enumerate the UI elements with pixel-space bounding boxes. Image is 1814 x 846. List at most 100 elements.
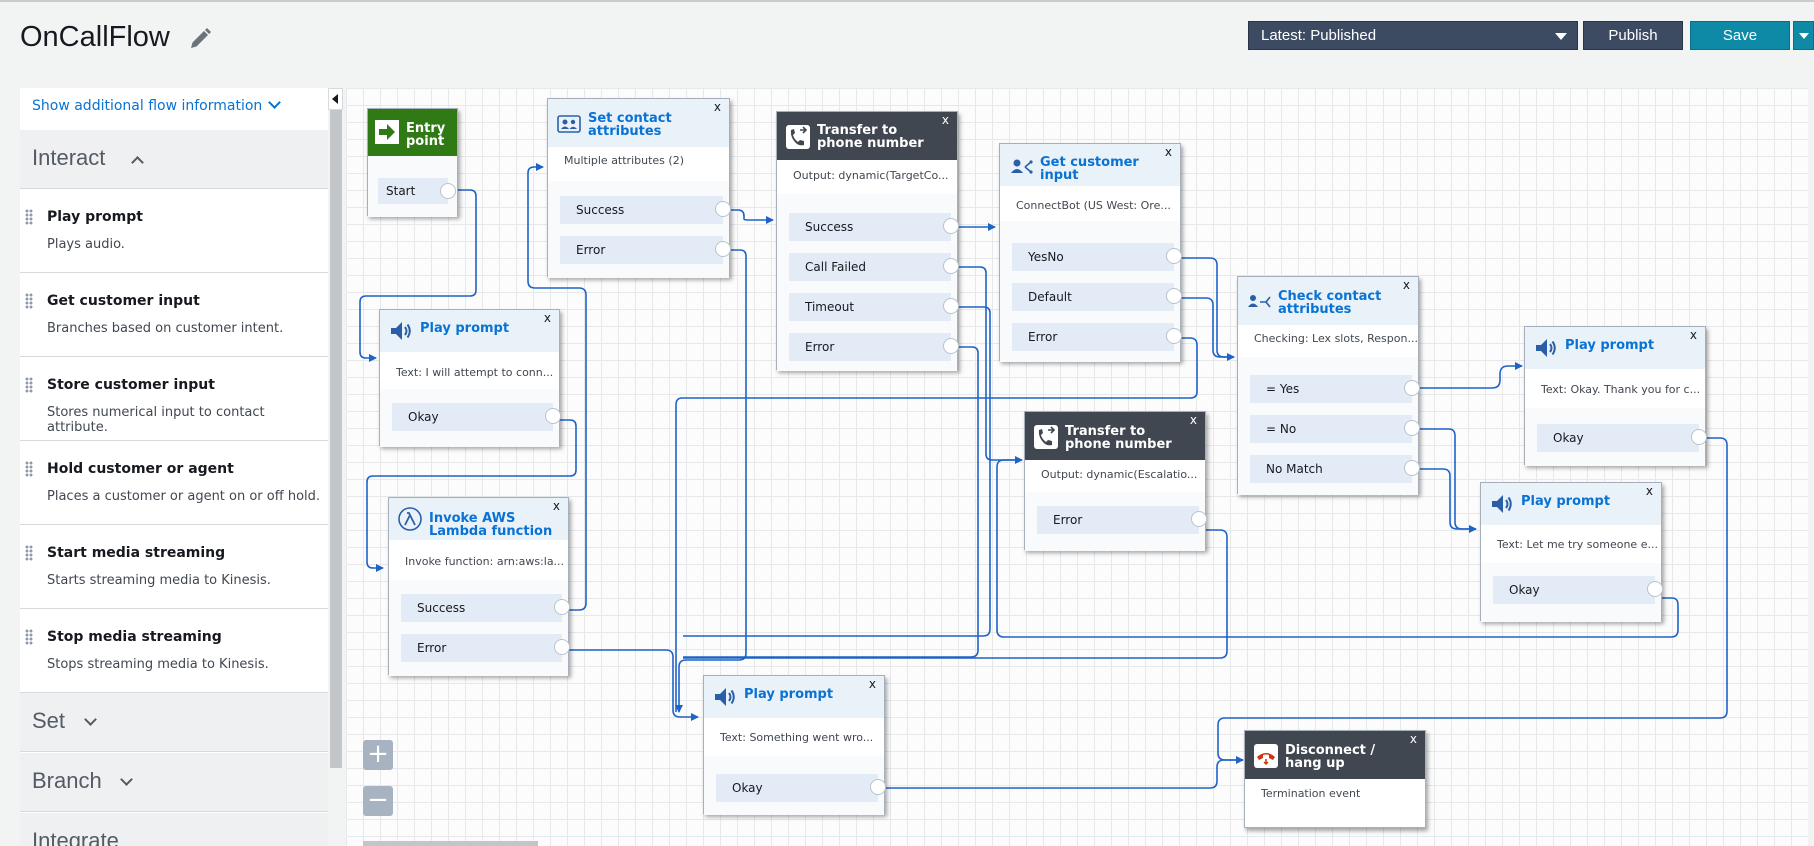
block-header: Invoke AWS Lambda function x bbox=[389, 498, 568, 540]
section-interact[interactable]: Interact bbox=[20, 130, 328, 189]
version-dropdown[interactable]: Latest: Published bbox=[1248, 21, 1578, 50]
palette-item-stop-media-streaming[interactable]: Stop media streaming Stops streaming med… bbox=[20, 609, 328, 693]
branch-port[interactable] bbox=[715, 201, 731, 217]
flow-title: OnCallFlow bbox=[20, 21, 170, 53]
collapse-sidebar-button[interactable] bbox=[328, 88, 343, 110]
branch-port[interactable] bbox=[1404, 380, 1420, 396]
section-set[interactable]: Set bbox=[20, 693, 328, 752]
close-icon[interactable]: x bbox=[868, 677, 876, 691]
block-set-contact-attributes[interactable]: Set contact attributes x Multiple attrib… bbox=[547, 98, 731, 278]
branch-error[interactable]: Error bbox=[401, 634, 570, 662]
save-options-button[interactable] bbox=[1793, 21, 1814, 50]
branch-error[interactable]: Error bbox=[1037, 506, 1207, 534]
branch-timeout[interactable]: Timeout bbox=[789, 293, 959, 321]
branch-default[interactable]: Default bbox=[1012, 283, 1182, 311]
block-play-prompt-intro[interactable]: Play prompt x Text: I will attempt to co… bbox=[379, 309, 561, 447]
branch-port[interactable] bbox=[943, 298, 959, 314]
branch-success[interactable]: Success bbox=[560, 196, 731, 224]
branch-error[interactable]: Error bbox=[560, 236, 731, 264]
close-icon[interactable]: x bbox=[1402, 278, 1410, 292]
block-subtitle: Text: Okay. Thank you for c... bbox=[1541, 383, 1701, 396]
block-body: YesNo Default Error bbox=[1000, 221, 1182, 362]
branch-port[interactable] bbox=[1191, 511, 1207, 527]
branch-port[interactable] bbox=[943, 218, 959, 234]
block-get-customer-input[interactable]: Get customer input x ConnectBot (US West… bbox=[999, 143, 1182, 362]
close-icon[interactable]: x bbox=[941, 113, 949, 127]
branch-port[interactable] bbox=[715, 241, 731, 257]
close-icon[interactable]: x bbox=[1409, 732, 1417, 746]
close-icon[interactable]: x bbox=[1689, 328, 1697, 342]
branch-success[interactable]: Success bbox=[401, 594, 570, 622]
branch-port[interactable] bbox=[1166, 328, 1182, 344]
palette-item-start-media-streaming[interactable]: Start media streaming Starts streaming m… bbox=[20, 525, 328, 609]
zoom-in-button[interactable]: + bbox=[363, 740, 393, 770]
branch-port[interactable] bbox=[1691, 429, 1707, 445]
branch-okay[interactable]: Okay bbox=[1493, 576, 1663, 604]
sidebar-scrollbar[interactable] bbox=[330, 108, 342, 768]
close-icon[interactable]: x bbox=[713, 100, 721, 114]
block-check-contact-attributes[interactable]: Check contact attributes x Checking: Lex… bbox=[1237, 276, 1420, 495]
branch-port[interactable] bbox=[1404, 460, 1420, 476]
block-play-prompt-retry[interactable]: Play prompt x Text: Let me try someone e… bbox=[1480, 482, 1663, 622]
branch-okay[interactable]: Okay bbox=[716, 774, 886, 802]
branch-okay[interactable]: Okay bbox=[1537, 424, 1707, 452]
branch-port[interactable] bbox=[1404, 420, 1420, 436]
branch-port[interactable] bbox=[943, 338, 959, 354]
branch-label: = No bbox=[1266, 422, 1297, 436]
branch-port[interactable] bbox=[870, 779, 886, 795]
publish-button[interactable]: Publish bbox=[1583, 21, 1683, 50]
branch-error[interactable]: Error bbox=[1012, 323, 1182, 351]
block-header: Get customer input x bbox=[1000, 144, 1180, 186]
zoom-out-button[interactable]: − bbox=[363, 786, 393, 816]
branch-label: Call Failed bbox=[805, 260, 867, 274]
block-title: Set contact attributes bbox=[588, 111, 672, 139]
save-button[interactable]: Save bbox=[1690, 21, 1790, 50]
palette-item-play-prompt[interactable]: Play prompt Plays audio. bbox=[20, 189, 328, 273]
branch-okay[interactable]: Okay bbox=[392, 403, 561, 431]
branch-start[interactable]: Start bbox=[378, 178, 456, 204]
branch-success[interactable]: Success bbox=[789, 213, 959, 241]
drag-handle-icon bbox=[25, 461, 33, 477]
branch-port[interactable] bbox=[1166, 288, 1182, 304]
section-integrate[interactable]: Integrate bbox=[20, 813, 328, 846]
close-icon[interactable]: x bbox=[543, 311, 551, 325]
palette-item-desc: Starts streaming media to Kinesis. bbox=[47, 573, 271, 588]
edit-icon[interactable] bbox=[187, 26, 213, 52]
branch-port[interactable] bbox=[1647, 581, 1663, 597]
branch-no-match[interactable]: No Match bbox=[1250, 455, 1420, 483]
block-invoke-lambda[interactable]: Invoke AWS Lambda function x Invoke func… bbox=[388, 497, 570, 676]
block-title: Transfer to phone number bbox=[817, 123, 924, 151]
branch-call-failed[interactable]: Call Failed bbox=[789, 253, 959, 281]
palette-item-hold-customer[interactable]: Hold customer or agent Places a customer… bbox=[20, 441, 328, 525]
branch-equals-yes[interactable]: = Yes bbox=[1250, 375, 1420, 403]
block-play-prompt-error[interactable]: Play prompt x Text: Something went wro..… bbox=[703, 675, 886, 815]
close-icon[interactable]: x bbox=[552, 499, 560, 513]
canvas-horizontal-scrollbar[interactable] bbox=[363, 841, 538, 846]
block-body: Error bbox=[1025, 492, 1207, 551]
branch-label: Error bbox=[1028, 330, 1058, 344]
branch-port[interactable] bbox=[1166, 248, 1182, 264]
branch-port[interactable] bbox=[440, 183, 456, 199]
chevron-down-icon bbox=[1799, 33, 1809, 39]
branch-equals-no[interactable]: = No bbox=[1250, 415, 1420, 443]
block-entry-point[interactable]: Entry point Start bbox=[367, 108, 458, 217]
branch-error[interactable]: Error bbox=[789, 333, 959, 361]
palette-item-store-customer-input[interactable]: Store customer input Stores numerical in… bbox=[20, 357, 328, 441]
branch-port[interactable] bbox=[943, 258, 959, 274]
block-play-prompt-thanks[interactable]: Play prompt x Text: Okay. Thank you for … bbox=[1524, 326, 1707, 466]
show-flow-info-toggle[interactable]: Show additional flow information bbox=[32, 96, 282, 114]
block-transfer-phone-target[interactable]: Transfer to phone number x Output: dynam… bbox=[776, 111, 959, 371]
close-icon[interactable]: x bbox=[1645, 484, 1653, 498]
close-icon[interactable]: x bbox=[1164, 145, 1172, 159]
show-flow-info-label: Show additional flow information bbox=[32, 98, 263, 114]
branch-yesno[interactable]: YesNo bbox=[1012, 243, 1182, 271]
branch-port[interactable] bbox=[545, 408, 561, 424]
branch-port[interactable] bbox=[554, 599, 570, 615]
palette-item-get-customer-input[interactable]: Get customer input Branches based on cus… bbox=[20, 273, 328, 357]
block-transfer-phone-escalation[interactable]: Transfer to phone number x Output: dynam… bbox=[1024, 411, 1207, 551]
block-disconnect[interactable]: Disconnect / hang up x Termination event bbox=[1244, 730, 1426, 828]
close-icon[interactable]: x bbox=[1189, 413, 1197, 427]
branch-port[interactable] bbox=[554, 639, 570, 655]
section-branch[interactable]: Branch bbox=[20, 753, 328, 812]
canvas-vertical-scrollbar[interactable] bbox=[1808, 88, 1814, 846]
